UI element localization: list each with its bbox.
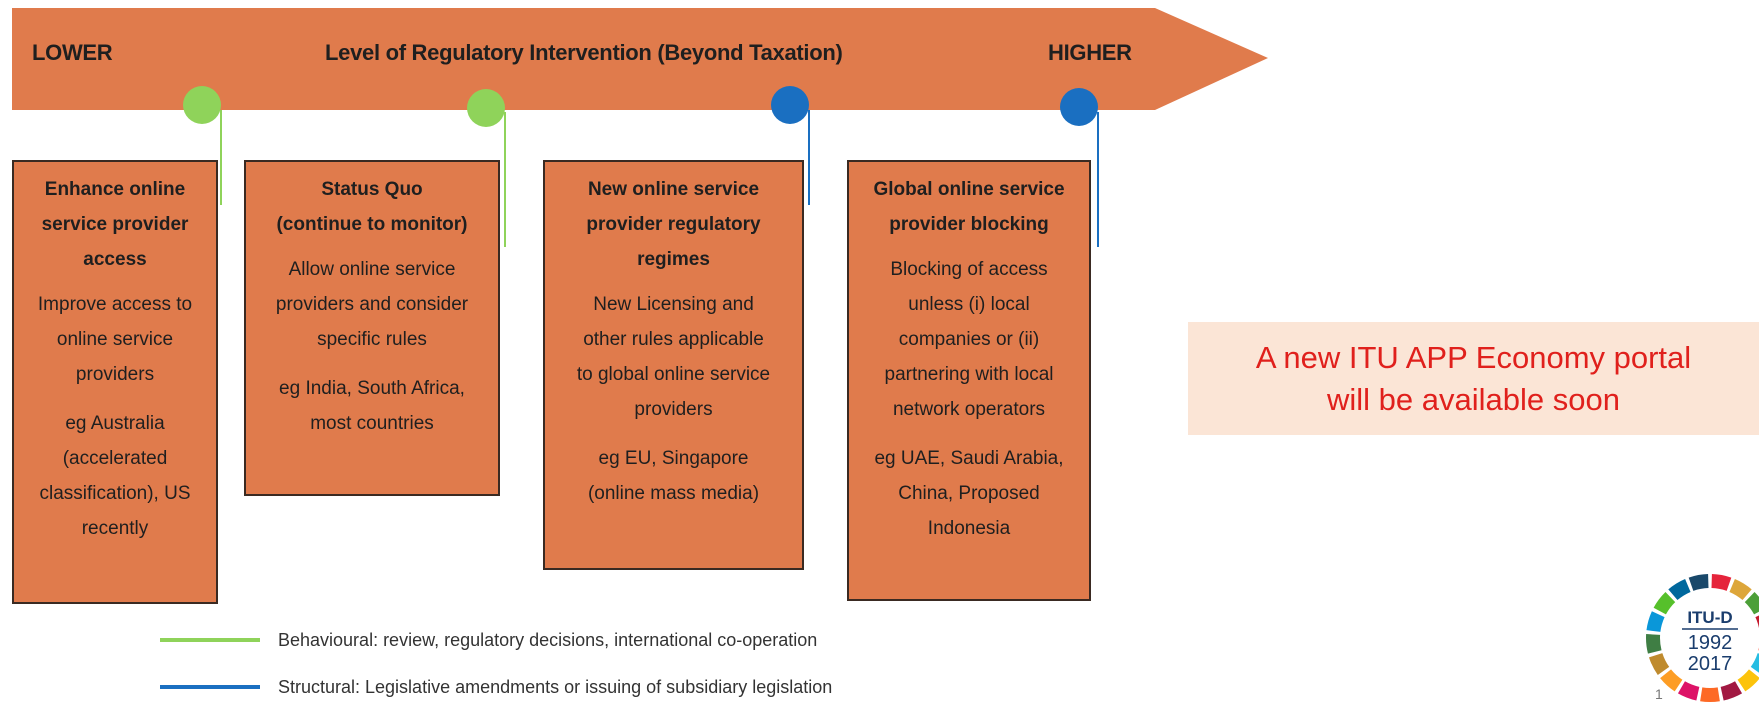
logo-text-itu-d: ITU-D — [1687, 608, 1732, 627]
logo-ring-segment — [1737, 669, 1759, 692]
logo-ring-segment — [1648, 653, 1670, 676]
logo-center — [1662, 590, 1758, 686]
stem-card-4 — [1097, 112, 1099, 247]
legend-line-behavioural — [160, 638, 260, 642]
logo-ring-segment — [1755, 615, 1759, 629]
logo-ring-segment — [1750, 653, 1759, 673]
card-title: Global online service provider blocking — [873, 179, 1065, 235]
stem-card-3 — [808, 110, 810, 205]
stem-card-2 — [504, 112, 506, 247]
card-new-regimes: New online service provider regulatory r… — [543, 160, 804, 570]
card-examples: eg Australia (accelerated classification… — [39, 413, 191, 539]
arrow-shape — [12, 8, 1268, 110]
card-title: Status Quo (continue to monitor) — [276, 179, 468, 235]
logo-ring-segment — [1729, 579, 1752, 601]
card-examples: eg UAE, Saudi Arabia, China, Proposed In… — [874, 448, 1064, 539]
card-body: New Licensing and other rules applicable… — [576, 294, 771, 420]
card-title: New online service provider regulatory r… — [586, 179, 761, 270]
legend-line-structural — [160, 685, 260, 689]
legend-text-behavioural: Behavioural: review, regulatory decision… — [278, 630, 818, 650]
logo-ring-segment — [1668, 579, 1691, 601]
card-body: Blocking of access unless (i) local comp… — [884, 259, 1054, 420]
higher-label: HIGHER — [1048, 40, 1132, 65]
logo-ring — [1646, 574, 1759, 702]
card-body: Allow online service providers and consi… — [275, 259, 469, 350]
lower-label: LOWER — [32, 40, 113, 65]
logo-ring-segment — [1688, 574, 1709, 591]
logo-ring-segment — [1711, 574, 1732, 591]
page-number: 1 — [1655, 686, 1663, 702]
arrow-title: Level of Regulatory Intervention (Beyond… — [325, 40, 843, 65]
card-global-blocking: Global online service provider blocking … — [847, 160, 1091, 601]
logo-ring-segment — [1720, 681, 1743, 701]
stem-card-1 — [220, 110, 222, 205]
card-title: Enhance online service provider access — [41, 179, 189, 270]
logo-text-1992: 1992 — [1688, 632, 1733, 654]
marker-card-4 — [1060, 88, 1098, 126]
card-examples: eg EU, Singapore (online mass media) — [587, 448, 760, 504]
card-status-quo: Status Quo (continue to monitor) Allow o… — [244, 160, 500, 496]
logo-ring-segment — [1700, 687, 1720, 702]
logo-text-2017: 2017 — [1688, 653, 1733, 675]
marker-card-3 — [771, 86, 809, 124]
card-examples: eg India, South Africa, most countries — [279, 378, 465, 434]
portal-notice: A new ITU APP Economy portal will be ava… — [1188, 322, 1759, 435]
itu-d-anniversary-logo: ITU-D 1992 2017 — [1646, 574, 1759, 702]
legend-text-structural: Structural: Legislative amendments or is… — [278, 677, 833, 697]
logo-ring-segment — [1646, 634, 1662, 654]
marker-card-2 — [467, 89, 505, 127]
logo-ring-segment — [1660, 669, 1683, 692]
card-enhance-access: Enhance online service provider access I… — [12, 160, 218, 604]
logo-ring-segment — [1653, 592, 1676, 615]
logo-ring-segment — [1677, 681, 1700, 701]
regulatory-intervention-arrow — [12, 8, 1268, 110]
logo-ring-segment — [1646, 611, 1665, 632]
logo-ring-segment — [1744, 592, 1759, 615]
card-body: Improve access to online service provide… — [37, 294, 193, 385]
marker-card-1 — [183, 86, 221, 124]
